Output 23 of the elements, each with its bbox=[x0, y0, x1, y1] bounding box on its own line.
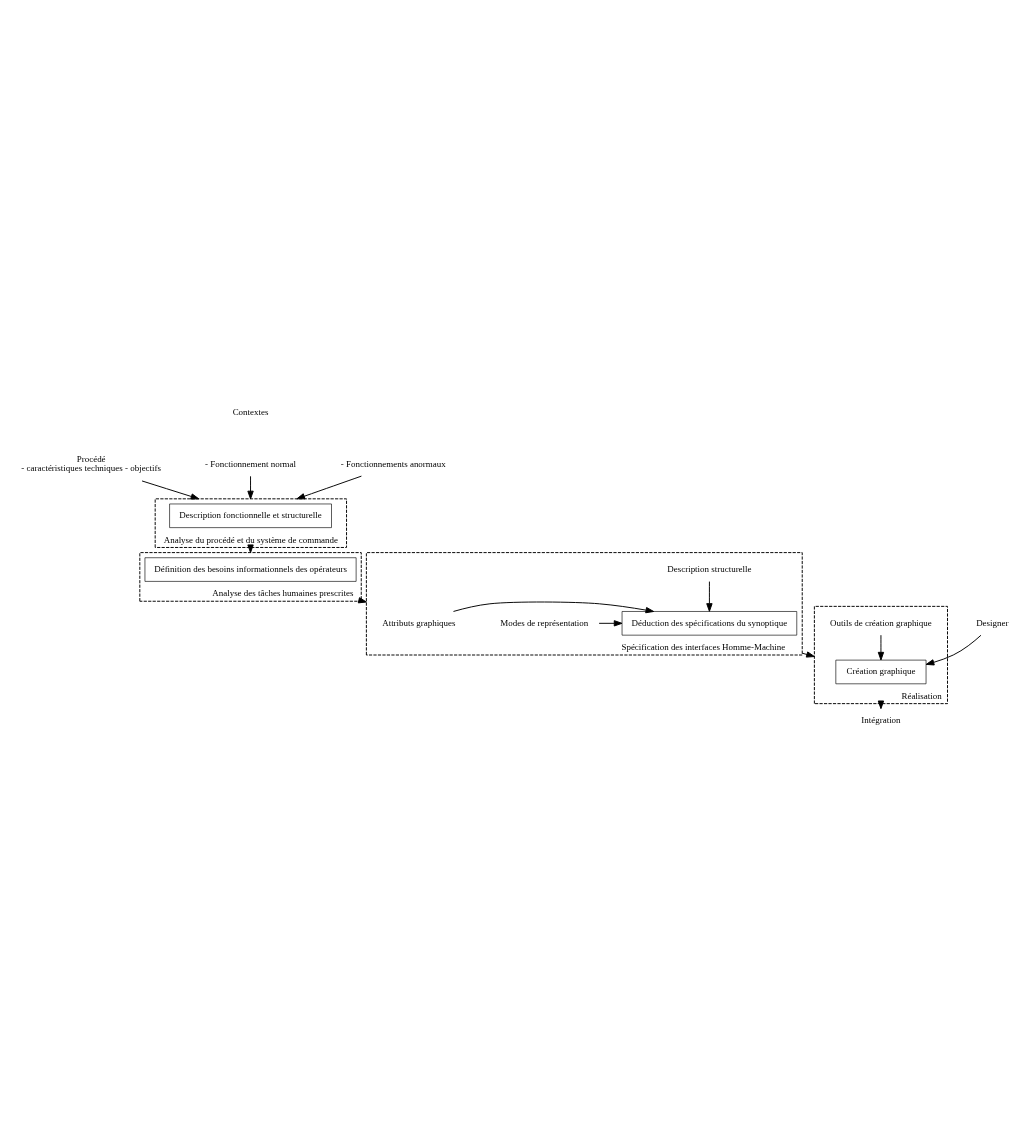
node-text: Outils de création graphique bbox=[830, 617, 932, 628]
label: Contextes bbox=[232, 406, 269, 417]
arrow bbox=[141, 479, 200, 500]
arrow bbox=[598, 619, 623, 626]
node-text: Description structurelle bbox=[667, 563, 752, 574]
node-text: - Fonctionnement normal bbox=[205, 458, 297, 469]
node-box: Définition des besoins informationnels des opérateurs bbox=[144, 556, 357, 582]
node-text: Attributs graphiques bbox=[382, 617, 456, 628]
node-text: Modes de représentation bbox=[500, 617, 589, 628]
arrow bbox=[296, 475, 362, 499]
node-text: Procédé - caractéristiques techniques - objectifs bbox=[21, 453, 162, 473]
arrow bbox=[453, 601, 655, 613]
arrow bbox=[925, 634, 982, 665]
node-text: Designer bbox=[976, 617, 1009, 628]
node-box: Création graphique bbox=[835, 659, 927, 684]
arrow bbox=[247, 475, 254, 499]
arrow bbox=[706, 580, 713, 612]
arrow bbox=[801, 650, 815, 658]
node-text: - Fonctionnements anormaux bbox=[340, 458, 446, 469]
node-box: Déduction des spécifications du synoptique bbox=[621, 610, 798, 635]
node-box: Description fonctionnelle et structurelle bbox=[169, 503, 332, 528]
node-text: Intégration bbox=[861, 714, 901, 725]
arrow bbox=[877, 634, 885, 660]
